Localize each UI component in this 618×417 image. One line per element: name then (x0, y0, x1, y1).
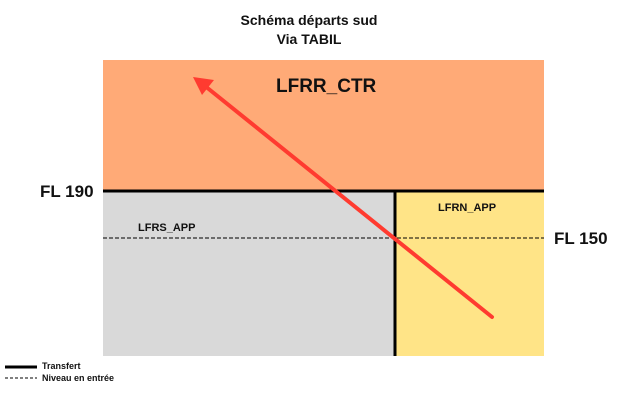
level-fl150: FL 150 (554, 229, 608, 248)
label-lfrr-ctr: LFRR_CTR (276, 76, 377, 97)
zone-lfrr-ctr (103, 60, 544, 191)
zone-lfrn-app (395, 191, 544, 356)
diagram-title: Schéma départs sud (240, 12, 378, 28)
diagram-subtitle: Via TABIL (276, 31, 342, 47)
level-fl190: FL 190 (40, 182, 94, 201)
label-lfrs-app: LFRS_APP (138, 222, 196, 234)
label-lfrn-app: LFRN_APP (438, 202, 497, 214)
zone-lfrs-app (103, 191, 395, 356)
departure-arrow-head (193, 77, 214, 95)
departure-arrow-line (203, 84, 494, 319)
legend-entry-level-label: Niveau en entrée (42, 373, 115, 383)
legend-transfer-label: Transfert (42, 361, 81, 371)
